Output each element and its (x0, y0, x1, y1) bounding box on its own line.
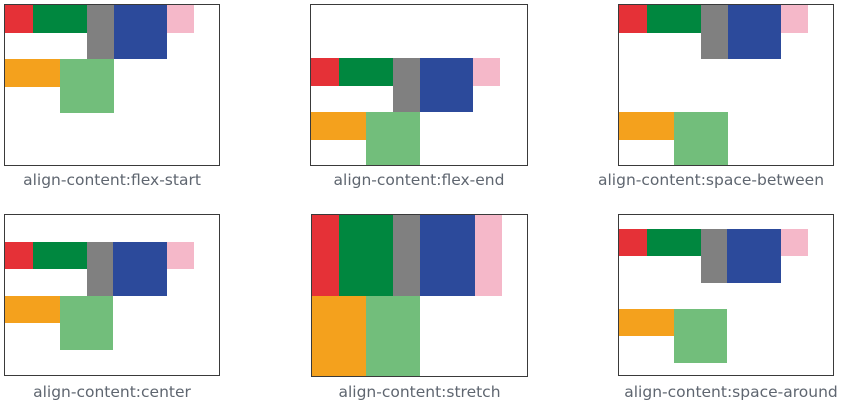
item-gray (87, 5, 114, 59)
flex-container-box (618, 214, 834, 376)
flex-container-box (311, 214, 528, 377)
flex-container-box (4, 214, 220, 376)
item-dark-green (339, 215, 393, 296)
item-blue (728, 5, 781, 59)
item-red (5, 242, 33, 269)
diagram-caption: align-content:space-around (624, 383, 838, 401)
item-light-green (60, 59, 114, 113)
item-orange (619, 112, 674, 140)
item-pink (781, 229, 808, 256)
diagram-caption: align-content:flex-start (23, 171, 201, 189)
item-blue (420, 215, 475, 296)
diagram-caption: align-content:flex-end (333, 171, 505, 189)
item-pink (473, 58, 500, 86)
item-gray (87, 242, 113, 296)
item-orange (311, 112, 366, 140)
item-red (311, 58, 339, 86)
item-orange (619, 309, 674, 336)
diagram-caption: align-content:center (33, 383, 191, 401)
item-dark-green (33, 5, 87, 33)
item-pink (475, 215, 502, 296)
item-orange (5, 59, 60, 87)
item-blue (727, 229, 781, 283)
item-gray (701, 229, 727, 283)
flex-container-box (310, 4, 528, 166)
item-orange (5, 296, 60, 323)
flex-container-box (618, 4, 834, 166)
item-red (619, 5, 647, 33)
item-red (5, 5, 33, 33)
item-pink (167, 5, 194, 33)
item-red (312, 215, 339, 296)
item-dark-green (339, 58, 393, 86)
item-dark-green (647, 5, 701, 33)
diagram-caption: align-content:space-between (598, 171, 825, 189)
item-gray (393, 58, 420, 112)
item-dark-green (647, 229, 701, 256)
item-blue (114, 5, 167, 59)
item-blue (420, 58, 473, 112)
item-pink (781, 5, 808, 33)
item-light-green (366, 112, 420, 165)
flex-container-box (4, 4, 220, 166)
diagram-caption: align-content:stretch (338, 383, 501, 401)
item-red (619, 229, 647, 256)
item-light-green (60, 296, 113, 350)
item-light-green (674, 309, 727, 363)
item-light-green (674, 112, 728, 165)
item-gray (701, 5, 728, 59)
item-orange (312, 296, 366, 376)
item-pink (167, 242, 194, 269)
item-gray (393, 215, 420, 296)
item-light-green (366, 296, 420, 376)
item-blue (113, 242, 167, 296)
item-dark-green (33, 242, 87, 269)
